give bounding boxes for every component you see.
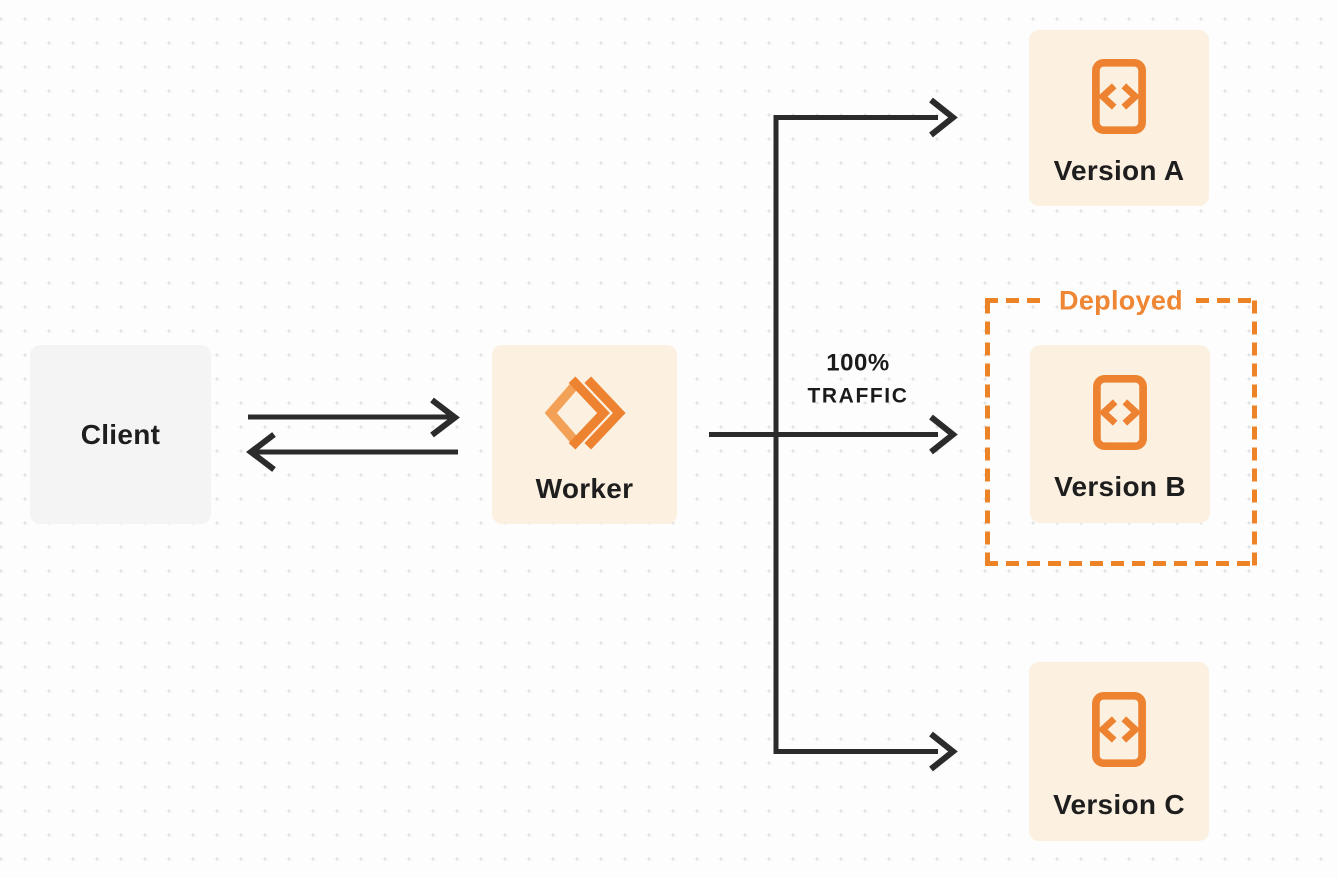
arrowhead-version-a	[929, 97, 958, 138]
arrowhead-version-c	[929, 731, 958, 772]
traffic-annotation: 100% TRAFFIC	[807, 349, 908, 412]
client-label: Client	[80, 418, 161, 450]
worker-node: Worker	[492, 345, 677, 524]
code-file-icon	[1090, 57, 1148, 135]
worker-label: Worker	[535, 472, 634, 504]
client-node: Client	[30, 345, 211, 524]
version-a-node: Version A	[1029, 30, 1209, 206]
traffic-percent-text: 100%	[826, 349, 890, 377]
code-file-icon	[1090, 691, 1148, 769]
version-b-node: Version B	[1030, 345, 1210, 523]
deployed-region-border	[985, 298, 1257, 566]
version-c-label: Version C	[1053, 788, 1185, 820]
workers-logo-icon	[542, 375, 628, 451]
traffic-word-text: TRAFFIC	[807, 384, 909, 408]
arrowhead-client-to-worker	[430, 397, 460, 438]
version-b-label: Version B	[1054, 471, 1186, 502]
deployed-region-label: Deployed	[1059, 285, 1183, 316]
arrowhead-version-b	[929, 414, 958, 455]
version-c-node: Version C	[1029, 662, 1209, 841]
arrowhead-worker-to-client	[246, 432, 276, 472]
code-file-icon	[1091, 373, 1149, 451]
version-a-label: Version A	[1053, 155, 1185, 186]
